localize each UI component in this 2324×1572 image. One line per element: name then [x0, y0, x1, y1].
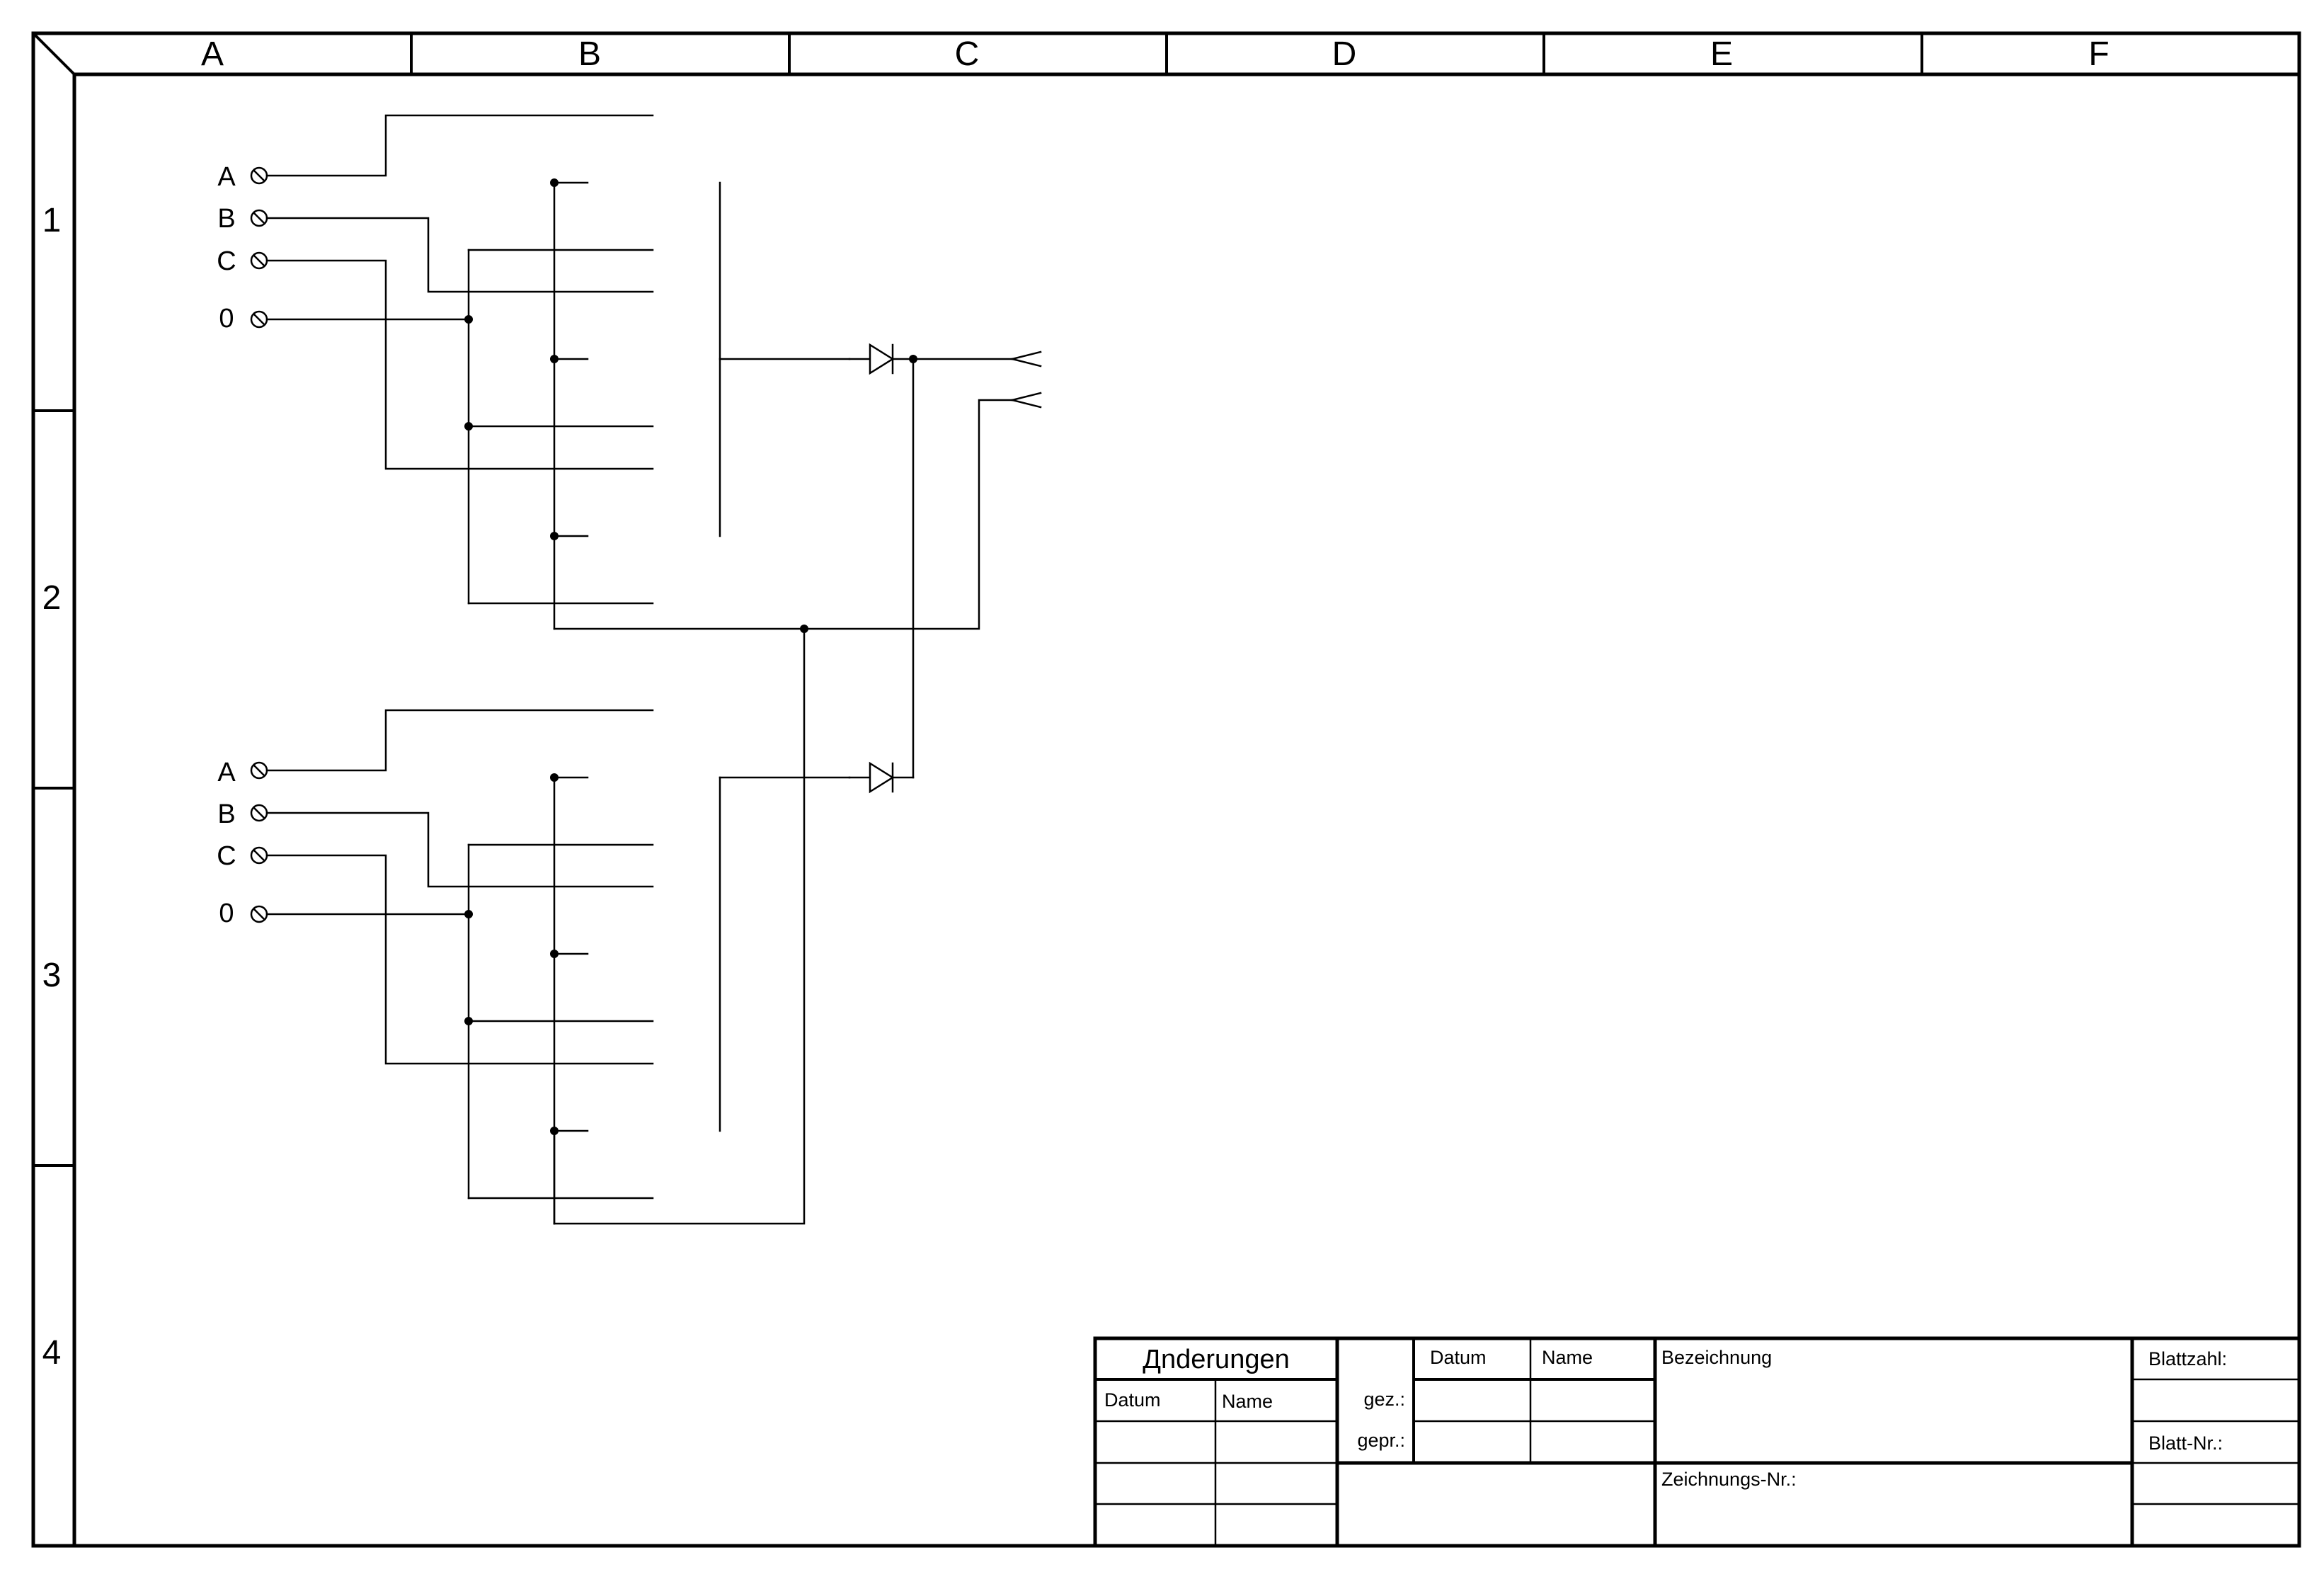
terminal-label-c: C	[217, 246, 236, 276]
terminal-slash	[253, 908, 265, 921]
terminal-slash	[253, 313, 265, 326]
row-label-1: 1	[42, 202, 62, 239]
terminal-label-a: A	[217, 162, 236, 192]
datum-column-label: Datum	[1430, 1347, 1487, 1368]
terminal-slash	[253, 764, 265, 777]
output-diode	[848, 343, 915, 375]
wire	[1011, 358, 1042, 368]
wire	[265, 259, 654, 470]
wire	[1011, 392, 1042, 401]
terminal-slash	[253, 212, 265, 224]
drawing-number-label: Zeichnungs-Nr.:	[1661, 1469, 1797, 1490]
wire	[265, 709, 654, 772]
wire	[553, 627, 806, 1225]
diode-triangle	[869, 761, 895, 794]
wire	[265, 217, 654, 293]
diode-triangle	[869, 343, 895, 375]
checked-by-label: gepr.:	[1357, 1430, 1405, 1451]
output-diode	[848, 761, 915, 794]
row-label-2: 2	[42, 579, 62, 617]
drawn-by-label: gez.:	[1363, 1389, 1405, 1410]
junction-dot	[550, 773, 559, 782]
terminal-slash	[253, 849, 265, 862]
terminal-slash	[253, 169, 265, 182]
designation-label: Bezeichnung	[1661, 1347, 1772, 1368]
sheet-count-label: Blattzahl:	[2148, 1348, 2227, 1369]
rectifier-schematic	[250, 114, 1042, 1225]
column-label-c: C	[955, 35, 980, 73]
column-labels: A B C D E F	[201, 35, 2110, 73]
row-label-3: 3	[42, 957, 62, 994]
terminal-labels-group-1: A B C 0	[217, 162, 236, 334]
title-block	[1093, 1336, 2301, 1548]
title-block-border	[1093, 1336, 2301, 1548]
row-label-4: 4	[42, 1334, 62, 1372]
changes-title: Дnderungen	[1143, 1345, 1289, 1374]
terminal-labels-group-2: A B C 0	[217, 758, 236, 928]
wire	[265, 811, 654, 888]
wire	[265, 114, 654, 177]
wire	[1011, 399, 1042, 409]
changes-datum-label: Datum	[1104, 1389, 1161, 1411]
terminal-label-b: B	[217, 204, 235, 234]
junction-dot	[464, 422, 473, 431]
terminal-label-c: C	[217, 841, 236, 871]
title-block-labels: Дnderungen Datum Name Datum Name gez.: g…	[1104, 1345, 2227, 1490]
corner-diagonal	[32, 32, 76, 76]
terminal-slash	[253, 254, 265, 267]
column-label-e: E	[1710, 35, 1733, 73]
terminal-label-b: B	[217, 799, 235, 829]
name-column-label: Name	[1542, 1347, 1593, 1368]
row-labels: 1 2 3 4	[42, 202, 62, 1372]
wire	[1011, 351, 1042, 360]
terminal-slash	[253, 807, 265, 819]
junction-dot	[550, 178, 559, 187]
changes-name-label: Name	[1222, 1391, 1273, 1412]
terminal-label-0: 0	[219, 899, 234, 928]
column-label-b: B	[578, 35, 601, 73]
column-label-d: D	[1332, 35, 1357, 73]
wire	[265, 854, 654, 1065]
junction-dot	[550, 355, 559, 363]
junction-dot	[464, 1017, 473, 1025]
wire	[553, 399, 1014, 630]
terminal-label-0: 0	[219, 304, 234, 334]
junction-dot	[550, 950, 559, 958]
junction-dot	[550, 532, 559, 540]
column-label-a: A	[201, 35, 224, 73]
sheet-number-label: Blatt-Nr.:	[2148, 1433, 2223, 1454]
terminal-label-a: A	[217, 758, 236, 787]
column-label-f: F	[2088, 35, 2109, 73]
